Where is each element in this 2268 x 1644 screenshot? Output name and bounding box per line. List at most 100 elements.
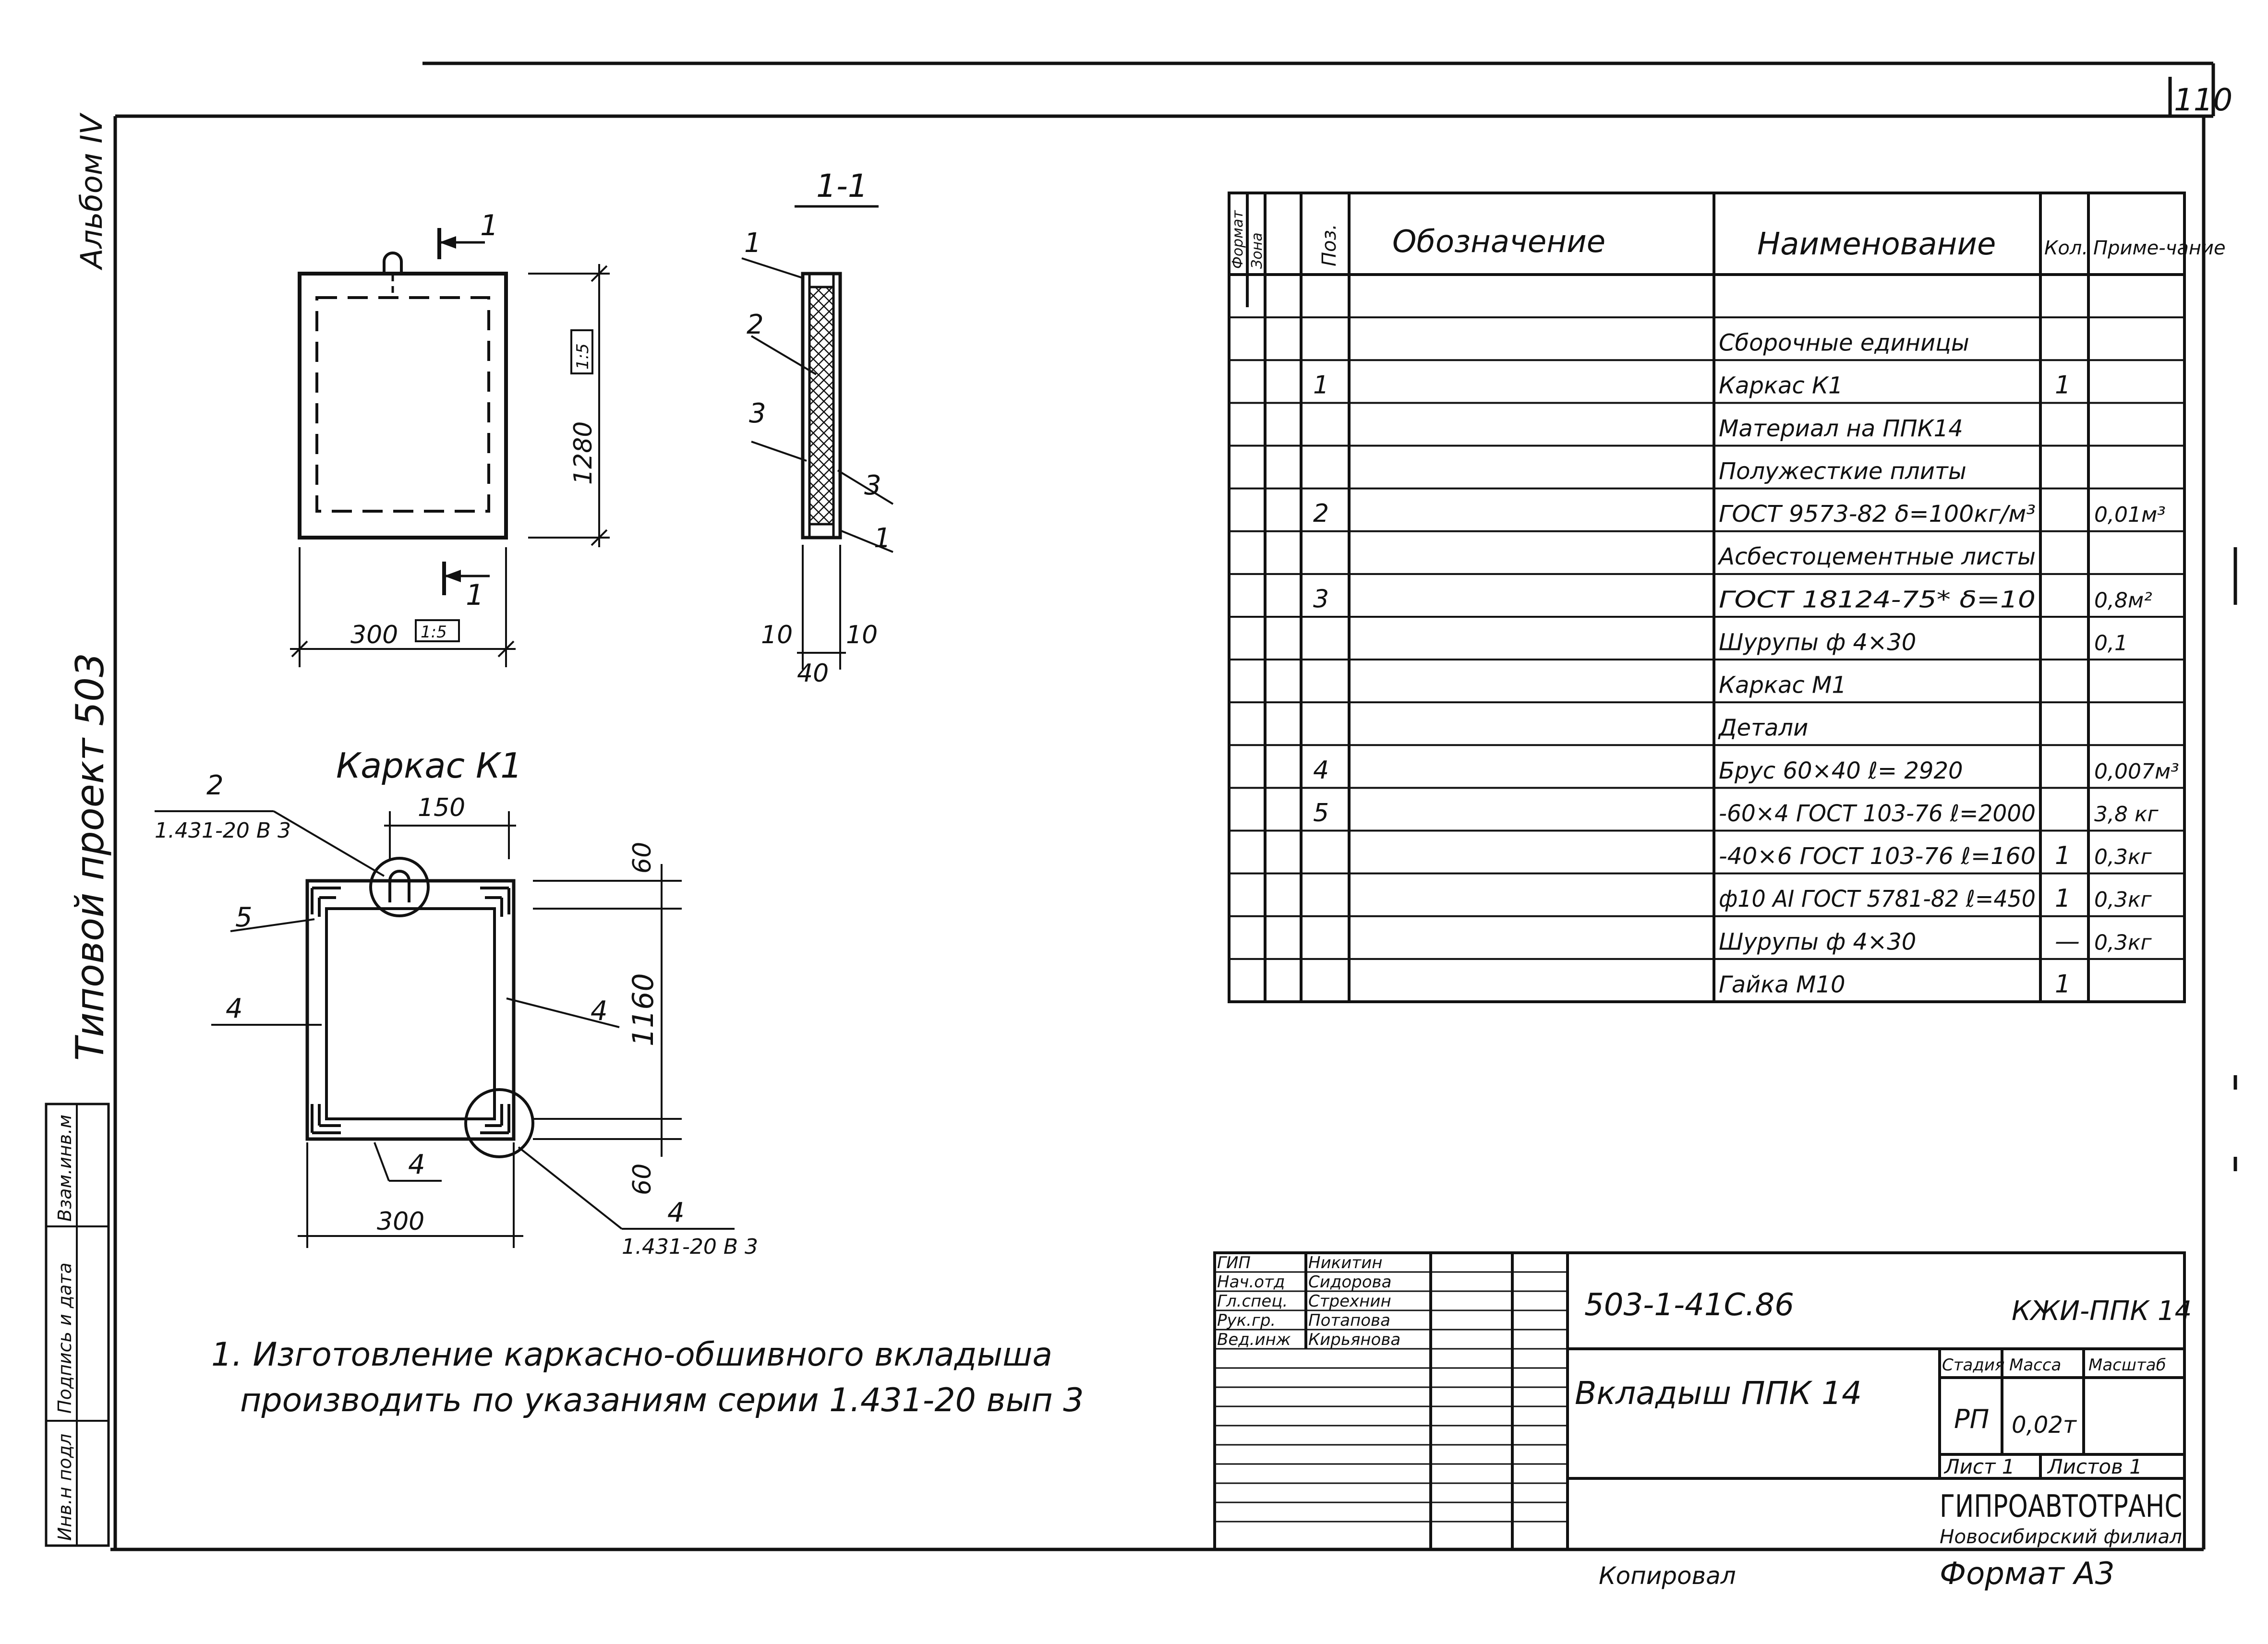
spec-header-zone: Зона <box>1249 232 1266 269</box>
section-dim-right: 10 <box>846 621 878 649</box>
frame-dim-side-mid: 1160 <box>627 973 660 1046</box>
tb-role: Гл.спец. <box>1217 1292 1288 1311</box>
tb-mass: 0,02т <box>2012 1412 2077 1439</box>
height-dim: 1280 <box>569 421 598 485</box>
stamp-inv: Инв.н подл <box>54 1434 75 1541</box>
spec-row-qty: — <box>2055 927 2080 956</box>
spec-row-pos: 2 <box>1313 499 1329 528</box>
spec-row-qty: 1 <box>2055 841 2071 870</box>
section-label: 1-1 <box>816 168 868 204</box>
front-view: 1 1 1280 1:5 300 1:5 <box>290 209 610 667</box>
section-callout-3-right: 3 <box>864 470 881 501</box>
frame-ref-top-series: 1.431-20 В 3 <box>155 818 291 843</box>
tb-stage-label: Стадия <box>1942 1356 2004 1375</box>
tb-person-name: Потапова <box>1308 1311 1390 1330</box>
stamp-signature: Подпись и дата <box>54 1262 75 1414</box>
spec-row-pos: 4 <box>1313 756 1329 785</box>
tb-sheets: Листов 1 <box>2047 1455 2142 1478</box>
frame-title: Каркас К1 <box>336 745 522 786</box>
frame-dim-bottom: 300 <box>377 1207 424 1236</box>
tb-org: ГИПРОАВТОТРАНС <box>1940 1489 2182 1524</box>
spec-row-note: 0,8м² <box>2094 588 2152 612</box>
height-scale: 1:5 <box>573 343 592 370</box>
frame-pos-4-left: 4 <box>226 993 243 1024</box>
section-dim-bottom: 40 <box>797 659 829 688</box>
width-scale: 1:5 <box>421 623 447 642</box>
tb-code: 503-1-41С.86 <box>1584 1287 1794 1323</box>
tb-sheet: Лист 1 <box>1943 1455 2015 1478</box>
tb-branch: Новосибирский филиал <box>1940 1526 2182 1548</box>
tb-person-name: Никитин <box>1308 1253 1382 1272</box>
section-callout-1-top: 1 <box>744 228 761 259</box>
frame-ref-top-pos: 2 <box>206 770 224 801</box>
spec-row-name: Шурупы ф 4×30 <box>1719 928 1916 955</box>
spec-row-name: Асбестоцементные листы <box>1717 543 2036 570</box>
spec-row-name: Каркас К1 <box>1719 372 1843 399</box>
spec-row-pos: 3 <box>1313 585 1329 613</box>
spec-row-qty: 1 <box>2055 884 2071 913</box>
spec-header-format: Формат <box>1230 210 1246 269</box>
footer-copied: Копировал <box>1599 1562 1736 1590</box>
spec-header-note: Приме-чание <box>2093 237 2226 259</box>
section-callout-2: 2 <box>747 309 764 340</box>
tb-role: Вед.инж <box>1217 1330 1291 1349</box>
spec-row-pos: 1 <box>1313 371 1329 400</box>
spec-row-name: ГОСТ 18124-75* δ=10 <box>1719 586 2036 613</box>
project-label: Типовой проект 503 <box>68 653 112 1061</box>
spec-row-name: -40×6 ГОСТ 103-76 ℓ=160 <box>1719 843 2036 870</box>
frame-k1-view: Каркас К1 2 1.431-20 В 3 150 60 1160 60 <box>155 745 758 1259</box>
spec-row-note: 0,01м³ <box>2094 503 2166 527</box>
tb-role: Рук.гр. <box>1217 1311 1276 1330</box>
frame-dim-side-bottom: 60 <box>628 1164 657 1195</box>
spec-row-note: 0,3кг <box>2094 888 2152 912</box>
section-dim-left: 10 <box>761 621 793 649</box>
spec-row-qty: 1 <box>2055 371 2071 400</box>
tb-mass-label: Масса <box>2009 1356 2061 1375</box>
spec-row-name: Полужесткие плиты <box>1719 458 1966 485</box>
cut-mark-bottom: 1 <box>466 578 484 612</box>
note-line-1: 1. Изготовление каркасно-обшивного вклад… <box>211 1336 1052 1374</box>
spec-row-note: 3,8 кг <box>2094 802 2159 827</box>
tb-person-name: Стрехнин <box>1308 1292 1391 1311</box>
frame-ref-bottom-series: 1.431-20 В 3 <box>622 1235 758 1259</box>
frame-dim-side-top: 60 <box>628 842 657 874</box>
spec-header-name: Наименование <box>1757 227 1996 262</box>
width-dim: 300 <box>350 621 398 649</box>
frame-pos-5: 5 <box>235 902 253 933</box>
tb-scale-label: Масштаб <box>2088 1356 2166 1375</box>
tb-person-name: Кирьянова <box>1308 1330 1400 1349</box>
spec-row-name: ГОСТ 9573-82 δ=100кг/м³ <box>1719 501 2036 528</box>
spec-row-name: -60×4 ГОСТ 103-76 ℓ=2000 <box>1719 800 2036 827</box>
note-line-2: производить по указаниям серии 1.431-20 … <box>240 1381 1084 1419</box>
frame-dim-top: 150 <box>418 793 465 822</box>
frame-pos-4-right: 4 <box>591 996 608 1027</box>
spec-row-name: Детали <box>1718 715 1808 742</box>
section-view: 1-1 1 2 3 3 1 10 10 40 <box>741 168 894 688</box>
spec-header-qty: Кол. <box>2044 237 2088 259</box>
spec-row-name: ф10 АI ГОСТ 5781-82 ℓ=450 <box>1719 886 2036 912</box>
tb-role: Нач.отд <box>1217 1272 1285 1292</box>
spec-table: Формат Зона Поз. Обозначение Наименовани… <box>1228 192 2226 1003</box>
spec-row-name: Материал на ППК14 <box>1719 415 1963 442</box>
spec-row-note: 0,1 <box>2094 631 2128 655</box>
spec-header-designation: Обозначение <box>1392 224 1605 260</box>
tb-title: Вкладыш ППК 14 <box>1575 1375 1862 1412</box>
album-label: Альбом IV <box>74 112 109 271</box>
spec-row-name: Шурупы ф 4×30 <box>1719 629 1916 656</box>
stamp-replace: Взам.инв.м <box>54 1115 75 1222</box>
spec-row-note: 0,3кг <box>2094 845 2152 869</box>
spec-row-note: 0,007м³ <box>2094 759 2179 784</box>
spec-row-name: Брус 60×40 ℓ= 2920 <box>1719 757 1963 784</box>
spec-row-qty: 1 <box>2055 970 2071 998</box>
tb-code-right: КЖИ-ППК 14 <box>2012 1296 2192 1327</box>
frame-ref-bottom-pos: 4 <box>667 1197 685 1228</box>
spec-row-name: Каркас М1 <box>1719 672 1846 699</box>
spec-row-name: Гайка М10 <box>1719 971 1846 998</box>
spec-row-pos: 5 <box>1313 799 1329 828</box>
sheet-number: 110 <box>2174 83 2232 118</box>
spec-row-name: Сборочные единицы <box>1719 330 1969 357</box>
left-stamp: Инв.н подл Подпись и дата Взам.инв.м <box>45 1103 110 1547</box>
tb-stage: РП <box>1954 1404 1989 1434</box>
